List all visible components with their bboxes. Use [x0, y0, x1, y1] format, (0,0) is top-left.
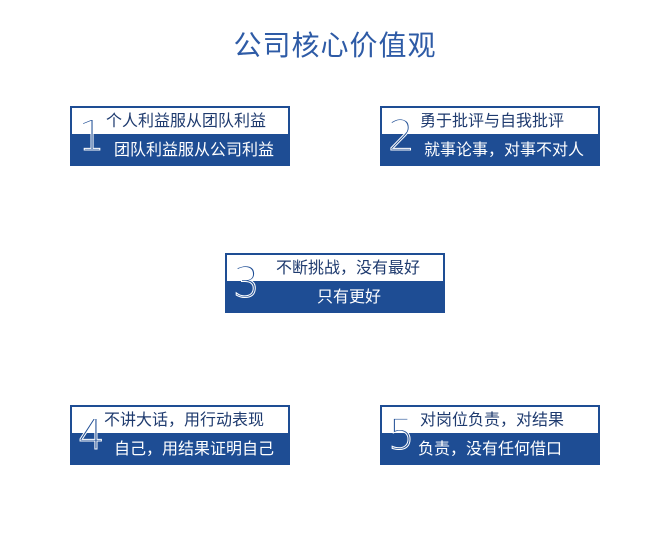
card-line-1: 不讲大话，用行动表现 — [104, 410, 265, 429]
card-line-1: 对岗位负责，对结果 — [420, 410, 565, 429]
card-top-band — [227, 255, 443, 281]
card-line-2: 就事论事，对事不对人 — [423, 140, 584, 159]
card-top-band — [382, 108, 598, 134]
card-top-band — [72, 108, 288, 134]
card-number: 2 — [388, 111, 416, 161]
value-card-2: 2 勇于批评与自我批评 就事论事，对事不对人 — [380, 106, 600, 166]
card-line-1: 勇于批评与自我批评 — [420, 111, 565, 130]
value-card-4: 4 不讲大话，用行动表现 自己，用结果证明自己 — [70, 405, 290, 465]
value-card-3: 3 不断挑战，没有最好 只有更好 — [225, 253, 445, 313]
value-card-5: 5 对岗位负责，对结果 负责，没有任何借口 — [380, 405, 600, 465]
value-card-1: 1 个人利益服从团队利益 团队利益服从公司利益 — [70, 106, 290, 166]
card-number: 1 — [78, 111, 106, 161]
page-title: 公司核心价值观 — [233, 29, 437, 62]
card-line-2: 负责，没有任何借口 — [418, 439, 563, 458]
card-number: 3 — [233, 258, 261, 308]
card-line-2: 只有更好 — [316, 287, 381, 306]
card-number: 5 — [388, 410, 416, 460]
card-number: 4 — [78, 410, 106, 460]
card-line-1: 不断挑战，没有最好 — [275, 258, 420, 277]
card-line-2: 自己，用结果证明自己 — [113, 439, 274, 458]
card-line-2: 团队利益服从公司利益 — [113, 140, 274, 159]
card-top-band — [382, 407, 598, 433]
card-line-1: 个人利益服从团队利益 — [106, 111, 267, 130]
card-top-band — [72, 407, 288, 433]
